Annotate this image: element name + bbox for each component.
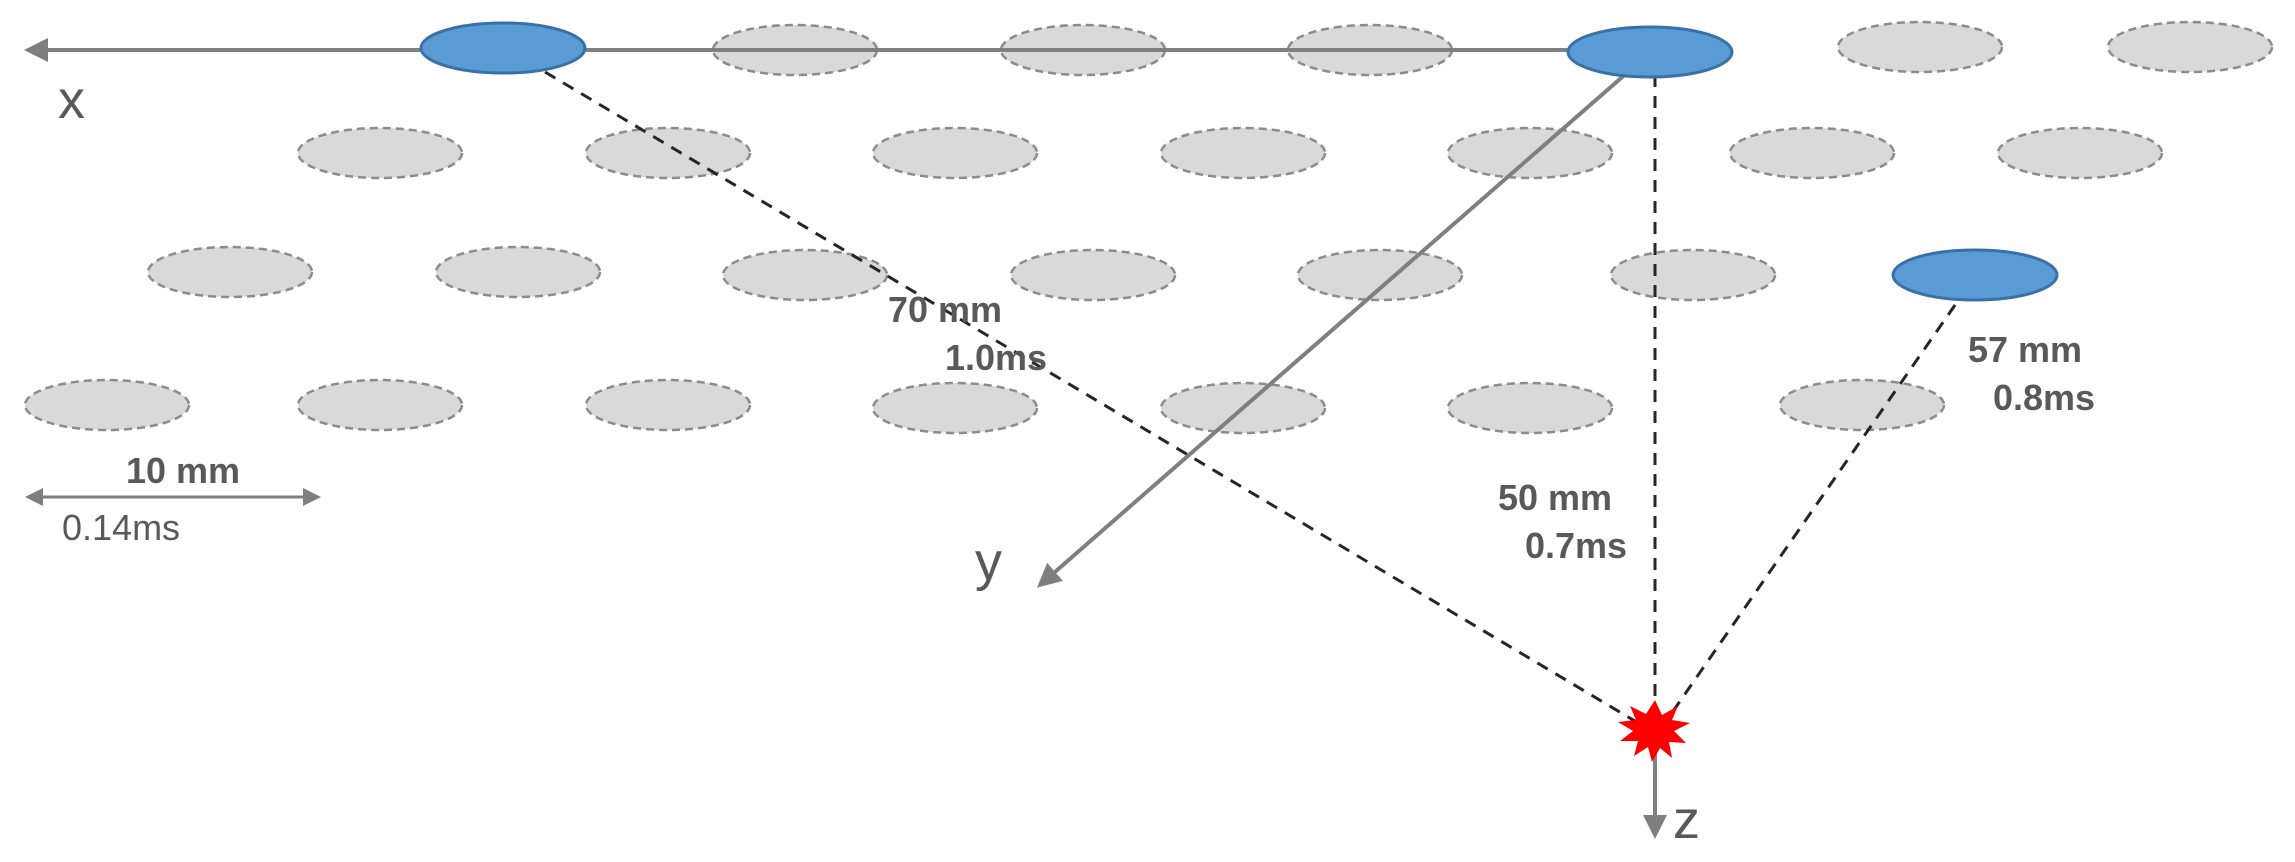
z-axis-label: z xyxy=(1673,790,1700,850)
inactive-sensor xyxy=(1609,248,1777,302)
inactive-sensor xyxy=(146,245,314,299)
path-line-70mm xyxy=(544,70,1651,732)
scale-time-label: 0.14ms xyxy=(62,507,180,548)
inactive-sensor xyxy=(871,381,1039,435)
inactive-sensor xyxy=(1778,378,1946,432)
inactive-sensor xyxy=(1446,381,1614,435)
inactive-sensor xyxy=(1159,126,1327,180)
path-line-57mm xyxy=(1658,304,1957,731)
measurement-distance-50mm: 50 mm xyxy=(1498,477,1612,518)
y-axis-line xyxy=(1036,70,1630,588)
inactive-sensor xyxy=(584,126,752,180)
measurement-distance-70mm: 70 mm xyxy=(888,289,1002,330)
inactive-sensor xyxy=(1446,126,1614,180)
inactive-sensor xyxy=(871,126,1039,180)
inactive-sensor xyxy=(434,245,602,299)
measurement-time-50mm: 0.7ms xyxy=(1525,525,1627,566)
inactive-sensor xyxy=(584,378,752,432)
active-sensor-70mm xyxy=(419,21,587,75)
inactive-sensor xyxy=(296,126,464,180)
propagation-paths xyxy=(544,70,1957,732)
inactive-sensor xyxy=(1996,126,2164,180)
inactive-sensor xyxy=(721,248,889,302)
axes xyxy=(24,38,1667,839)
inactive-sensor xyxy=(296,378,464,432)
measurement-distance-57mm: 57 mm xyxy=(1968,329,2082,370)
inactive-sensor xyxy=(1296,248,1464,302)
inactive-sensor xyxy=(1009,248,1177,302)
scale-distance-label: 10 mm xyxy=(126,450,240,491)
active-sensors xyxy=(419,21,2059,302)
red-starburst-icon xyxy=(1618,700,1690,762)
inactive-sensor xyxy=(1836,20,2004,74)
inactive-sensor xyxy=(1728,126,1896,180)
measurement-time-57mm: 0.8ms xyxy=(1993,377,2095,418)
inactive-sensor-grid xyxy=(23,20,2274,435)
measurement-time-70mm: 1.0ms xyxy=(945,337,1047,378)
active-sensor-50mm xyxy=(1566,25,1734,79)
inactive-sensor xyxy=(2106,20,2274,74)
active-sensor-57mm xyxy=(1891,248,2059,302)
x-axis-label: x xyxy=(58,70,85,130)
y-axis-label: y xyxy=(975,532,1002,592)
inactive-sensor xyxy=(23,378,191,432)
